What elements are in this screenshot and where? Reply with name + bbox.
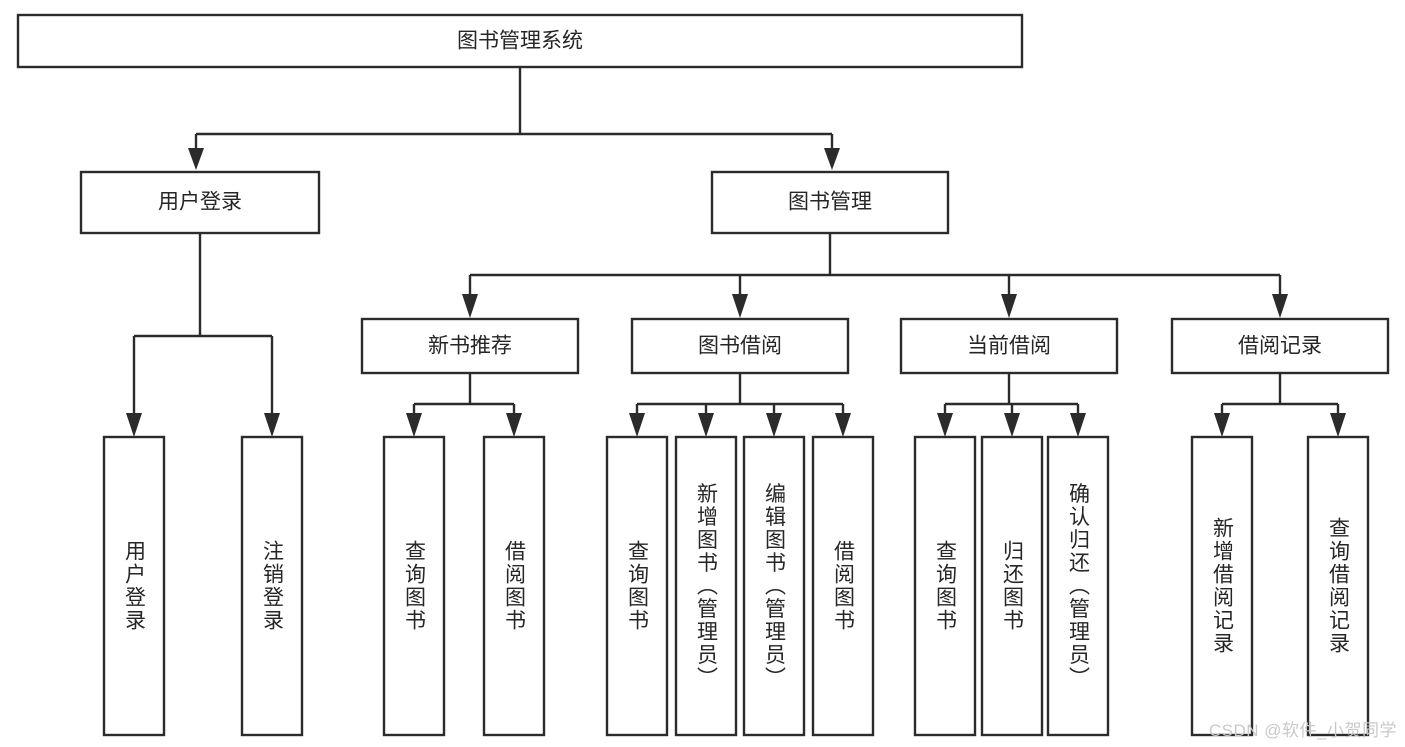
leaf-new-book-recommend-1[interactable]: 查询图书	[382, 435, 446, 737]
arrowhead-to-book-borrow	[732, 294, 748, 318]
node-current-borrow-box[interactable]	[899, 317, 1119, 375]
leaf-user-login-2[interactable]: 注销登录	[240, 435, 304, 737]
leaf-borrow-record-2-box[interactable]	[1306, 435, 1370, 737]
leaf-current-borrow-2-label: 归还图书	[1001, 540, 1025, 632]
arrowhead-bb-leaf-4	[835, 413, 851, 437]
leaf-book-borrow-1-label: 查询图书	[626, 540, 650, 632]
leaf-current-borrow-3[interactable]: 确认归还（管理员）	[1046, 435, 1110, 737]
node-root[interactable]: 图书管理系统	[16, 13, 1024, 69]
leaf-book-borrow-4-box[interactable]	[811, 435, 875, 737]
leaf-book-borrow-4-label: 借阅图书	[832, 540, 856, 632]
arrowhead-to-new-book-recommend	[462, 294, 478, 318]
node-new-book-recommend[interactable]: 新书推荐	[360, 317, 580, 375]
leaf-current-borrow-2-box[interactable]	[980, 435, 1044, 737]
arrowhead-bb-leaf-1	[629, 413, 645, 437]
leaf-user-login-2-label: 注销登录	[261, 540, 285, 632]
leaf-user-login-2-box[interactable]	[240, 435, 304, 737]
leaf-new-book-recommend-1-label: 查询图书	[403, 540, 427, 632]
arrowhead-to-borrow-record	[1272, 294, 1288, 318]
node-book-borrow-box[interactable]	[630, 317, 850, 375]
arrowhead-bb-leaf-2	[698, 413, 714, 437]
node-new-book-recommend-box[interactable]	[360, 317, 580, 375]
leaf-current-borrow-3-box[interactable]	[1046, 435, 1110, 737]
node-current-borrow[interactable]: 当前借阅	[899, 317, 1119, 375]
node-borrow-record[interactable]: 借阅记录	[1170, 317, 1390, 375]
node-book-borrow[interactable]: 图书借阅	[630, 317, 850, 375]
node-root-box[interactable]	[16, 13, 1024, 69]
leaf-user-login-1[interactable]: 用户登录	[102, 435, 166, 737]
leaf-book-borrow-3-box[interactable]	[742, 435, 806, 737]
leaf-book-borrow-3[interactable]: 编辑图书（管理员）	[742, 435, 806, 737]
leaf-current-borrow-2[interactable]: 归还图书	[980, 435, 1044, 737]
leaf-book-borrow-2[interactable]: 新增图书（管理员）	[674, 435, 738, 737]
leaf-new-book-recommend-2-box[interactable]	[482, 435, 546, 737]
leaf-new-book-recommend-1-box[interactable]	[382, 435, 446, 737]
leaf-user-login-1-label: 用户登录	[123, 540, 147, 632]
leaf-new-book-recommend-2-label: 借阅图书	[503, 540, 527, 632]
arrowhead-br-leaf-1	[1214, 413, 1230, 437]
arrowhead-nbr-leaf-1	[406, 413, 422, 437]
node-book-manage-box[interactable]	[710, 170, 950, 235]
connector-book-manage-to-level3	[462, 233, 1288, 318]
connector-book-borrow-to-leaves	[629, 373, 851, 437]
arrowhead-to-book-manage	[824, 148, 840, 170]
arrowhead-cb-leaf-2	[1004, 413, 1020, 437]
leaf-book-borrow-1[interactable]: 查询图书	[605, 435, 669, 737]
arrowhead-nbr-leaf-2	[506, 413, 522, 437]
node-book-manage[interactable]: 图书管理	[710, 170, 950, 235]
node-borrow-record-box[interactable]	[1170, 317, 1390, 375]
leaf-borrow-record-1-box[interactable]	[1190, 435, 1254, 737]
arrowhead-to-current-borrow	[1001, 294, 1017, 318]
connector-new-book-recommend-to-leaves	[406, 373, 522, 437]
node-root-label: 图书管理系统	[457, 30, 583, 53]
node-user-login[interactable]: 用户登录	[79, 170, 321, 235]
leaf-current-borrow-1-box[interactable]	[913, 435, 977, 737]
node-book-manage-label: 图书管理	[788, 191, 872, 214]
arrowhead-br-leaf-2	[1330, 413, 1346, 437]
leaf-book-borrow-2-label: 新增图书（管理员）	[695, 483, 719, 690]
csdn-watermark: CSDN @软件_小贺同学	[1208, 721, 1397, 740]
leaf-book-borrow-4[interactable]: 借阅图书	[811, 435, 875, 737]
leaf-book-borrow-3-label: 编辑图书（管理员）	[763, 483, 787, 690]
leaf-current-borrow-1[interactable]: 查询图书	[913, 435, 977, 737]
leaf-current-borrow-3-label: 确认归还（管理员）	[1067, 483, 1091, 690]
arrowhead-to-user-login	[188, 148, 204, 170]
leaf-book-borrow-2-box[interactable]	[674, 435, 738, 737]
arrowhead-cb-leaf-1	[937, 413, 953, 437]
leaf-book-borrow-1-box[interactable]	[605, 435, 669, 737]
node-new-book-recommend-label: 新书推荐	[428, 335, 512, 358]
arrowhead-cb-leaf-3	[1070, 413, 1086, 437]
leaf-current-borrow-1-label: 查询图书	[934, 540, 958, 632]
connector-borrow-record-to-leaves	[1214, 373, 1346, 437]
leaf-borrow-record-2[interactable]: 查询借阅记录	[1306, 435, 1370, 737]
leaf-borrow-record-1-label: 新增借阅记录	[1211, 517, 1235, 655]
leaf-user-login-1-box[interactable]	[102, 435, 166, 737]
leaf-borrow-record-2-label: 查询借阅记录	[1327, 517, 1351, 655]
leaf-borrow-record-1[interactable]: 新增借阅记录	[1190, 435, 1254, 737]
node-borrow-record-label: 借阅记录	[1238, 335, 1322, 358]
arrowhead-bb-leaf-3	[766, 413, 782, 437]
connector-user-login-to-leaves	[126, 233, 280, 437]
node-user-login-label: 用户登录	[158, 191, 242, 214]
leaf-new-book-recommend-2[interactable]: 借阅图书	[482, 435, 546, 737]
node-book-borrow-label: 图书借阅	[698, 335, 782, 358]
arrowhead-user-login-leaf-1	[126, 413, 142, 437]
connector-root-to-level2	[188, 67, 840, 170]
arrowhead-user-login-leaf-2	[264, 413, 280, 437]
node-current-borrow-label: 当前借阅	[967, 335, 1051, 358]
connector-current-borrow-to-leaves	[937, 373, 1086, 437]
